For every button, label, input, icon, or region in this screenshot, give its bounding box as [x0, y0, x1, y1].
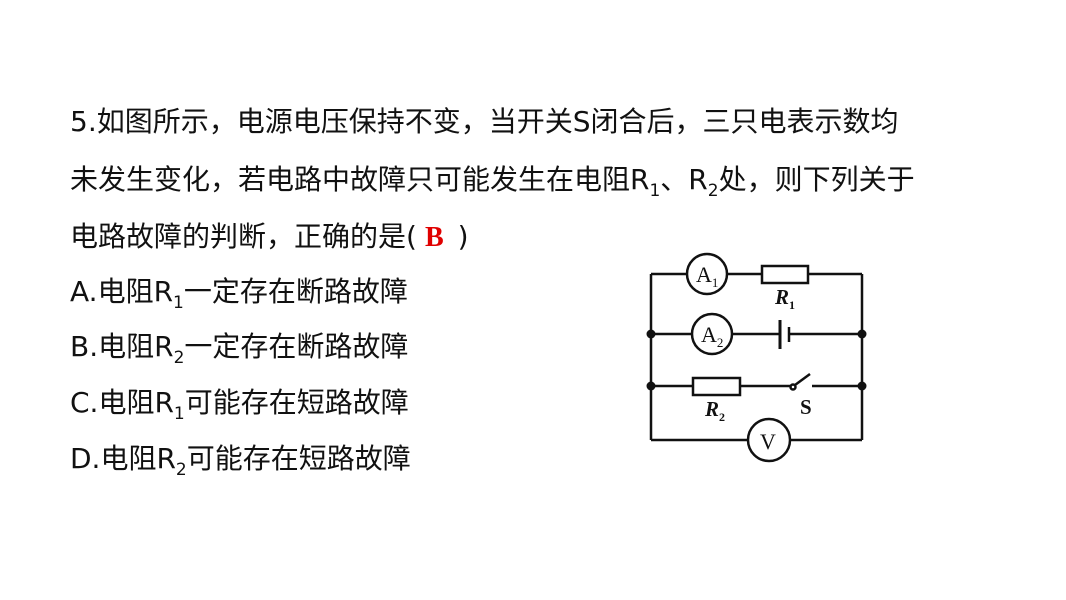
question-text: ) [457, 220, 469, 253]
option-text: 一定存在断路故障 [184, 330, 409, 363]
question-text: 处，则下列关于 [718, 163, 915, 196]
subscript: 1 [173, 404, 185, 424]
answer: B [424, 222, 444, 253]
question-text: 未发生变化，若电路中故障只可能发生在电阻R [70, 163, 650, 196]
option-a: A.电阻R1一定存在断路故障 [70, 272, 408, 323]
resistor-r2 [691, 376, 742, 397]
v-label: V [760, 429, 776, 454]
option-prefix: C.电阻R [70, 386, 174, 419]
question-text: 5.如图所示，电源电压保持不变，当开关S闭合后，三只电表示数均 [70, 105, 899, 138]
junction-dot [646, 381, 656, 391]
r2-label: R2 [704, 397, 725, 424]
option-text: 一定存在断路故障 [183, 275, 408, 308]
resistor-r1 [760, 264, 810, 285]
option-prefix: D.电阻R [70, 442, 176, 475]
junction-dot [857, 381, 867, 391]
question-line-3: 电路故障的判断，正确的是(B) [70, 217, 469, 258]
option-c: C.电阻R1可能存在短路故障 [70, 383, 409, 434]
switch-label: S [800, 395, 812, 419]
question-text: 、R [660, 163, 708, 196]
option-text: 可能存在短路故障 [184, 386, 409, 419]
option-d: D.电阻R2可能存在短路故障 [70, 439, 411, 490]
switch-s [794, 372, 811, 387]
switch-pivot [789, 383, 797, 391]
option-prefix: A.电阻R [70, 275, 174, 308]
option-b: B.电阻R2一定存在断路故障 [70, 327, 408, 378]
subscript: 2 [173, 348, 185, 368]
option-text: 可能存在短路故障 [186, 442, 411, 475]
option-prefix: B.电阻R [70, 330, 174, 363]
subscript: 2 [175, 460, 187, 480]
subscript: 1 [173, 293, 184, 313]
ammeter-a2 [690, 312, 734, 356]
junction-dot [646, 329, 656, 339]
junction-dot [857, 329, 867, 339]
r1-label: R1 [774, 285, 795, 312]
subscript: 2 [707, 181, 719, 201]
a2-label: A2 [701, 322, 723, 350]
question-text: 电路故障的判断，正确的是( [70, 220, 417, 253]
voltmeter-v [746, 417, 792, 463]
subscript: 1 [649, 181, 661, 201]
a1-label: A1 [696, 262, 718, 290]
question-line-1: 5.如图所示，电源电压保持不变，当开关S闭合后，三只电表示数均 [70, 102, 899, 142]
ammeter-a1 [685, 252, 729, 296]
question-line-2: 未发生变化，若电路中故障只可能发生在电阻R1、R2处，则下列关于 [70, 160, 915, 211]
